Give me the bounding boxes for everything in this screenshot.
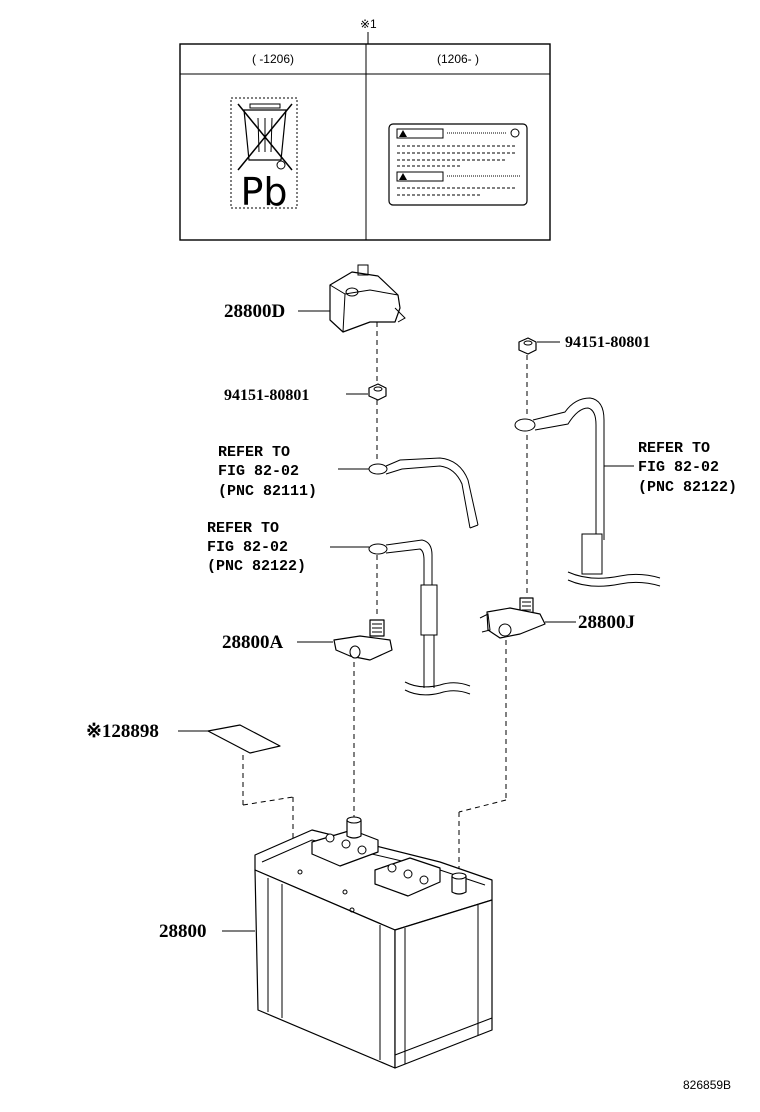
negative-clamp-part[interactable] xyxy=(333,619,393,661)
part-label-nut-right[interactable]: 94151-80801 xyxy=(565,334,650,351)
nut-left-part[interactable] xyxy=(368,383,387,401)
part-label-nut-left[interactable]: 94151-80801 xyxy=(224,387,309,404)
part-label-28800d[interactable]: 28800D xyxy=(224,301,285,322)
ref3-line3: (PNC 82122) xyxy=(638,479,737,496)
cable-82122-left xyxy=(368,539,471,696)
label-table: ( -1206) (1206- ) Pb xyxy=(179,43,551,241)
cable-82111 xyxy=(368,457,479,529)
positive-clamp-part[interactable] xyxy=(479,597,546,639)
part-label-28898[interactable]: ※128898 xyxy=(86,721,159,742)
terminal-cover-part[interactable] xyxy=(329,264,406,333)
pb-text: Pb xyxy=(240,170,287,214)
part-label-28800[interactable]: 28800 xyxy=(159,921,207,942)
battery-part[interactable] xyxy=(254,816,493,1069)
ref1-line2: FIG 82-02 xyxy=(218,463,299,480)
ref3-line1: REFER TO xyxy=(638,440,710,457)
note-symbol: ※1 xyxy=(360,17,377,31)
ref2-line3: (PNC 82122) xyxy=(207,558,306,575)
table-col2-header: (1206- ) xyxy=(437,52,479,66)
ref3-line2: FIG 82-02 xyxy=(638,459,719,476)
part-label-28800a[interactable]: 28800A xyxy=(222,632,284,653)
cable-82122-right xyxy=(514,397,661,587)
part-label-28800j[interactable]: 28800J xyxy=(578,612,635,633)
warning-label-icon xyxy=(388,123,528,206)
diagram-code: 826859B xyxy=(683,1078,731,1092)
ref2-line2: FIG 82-02 xyxy=(207,539,288,556)
crossed-bin-icon: Pb xyxy=(230,97,298,214)
ref1-line3: (PNC 82111) xyxy=(218,483,317,500)
nut-right-part[interactable] xyxy=(518,337,537,355)
battery-label-part[interactable] xyxy=(207,724,281,754)
ref2-line1: REFER TO xyxy=(207,520,279,537)
ref1-line1: REFER TO xyxy=(218,444,290,461)
table-col1-header: ( -1206) xyxy=(252,52,294,66)
